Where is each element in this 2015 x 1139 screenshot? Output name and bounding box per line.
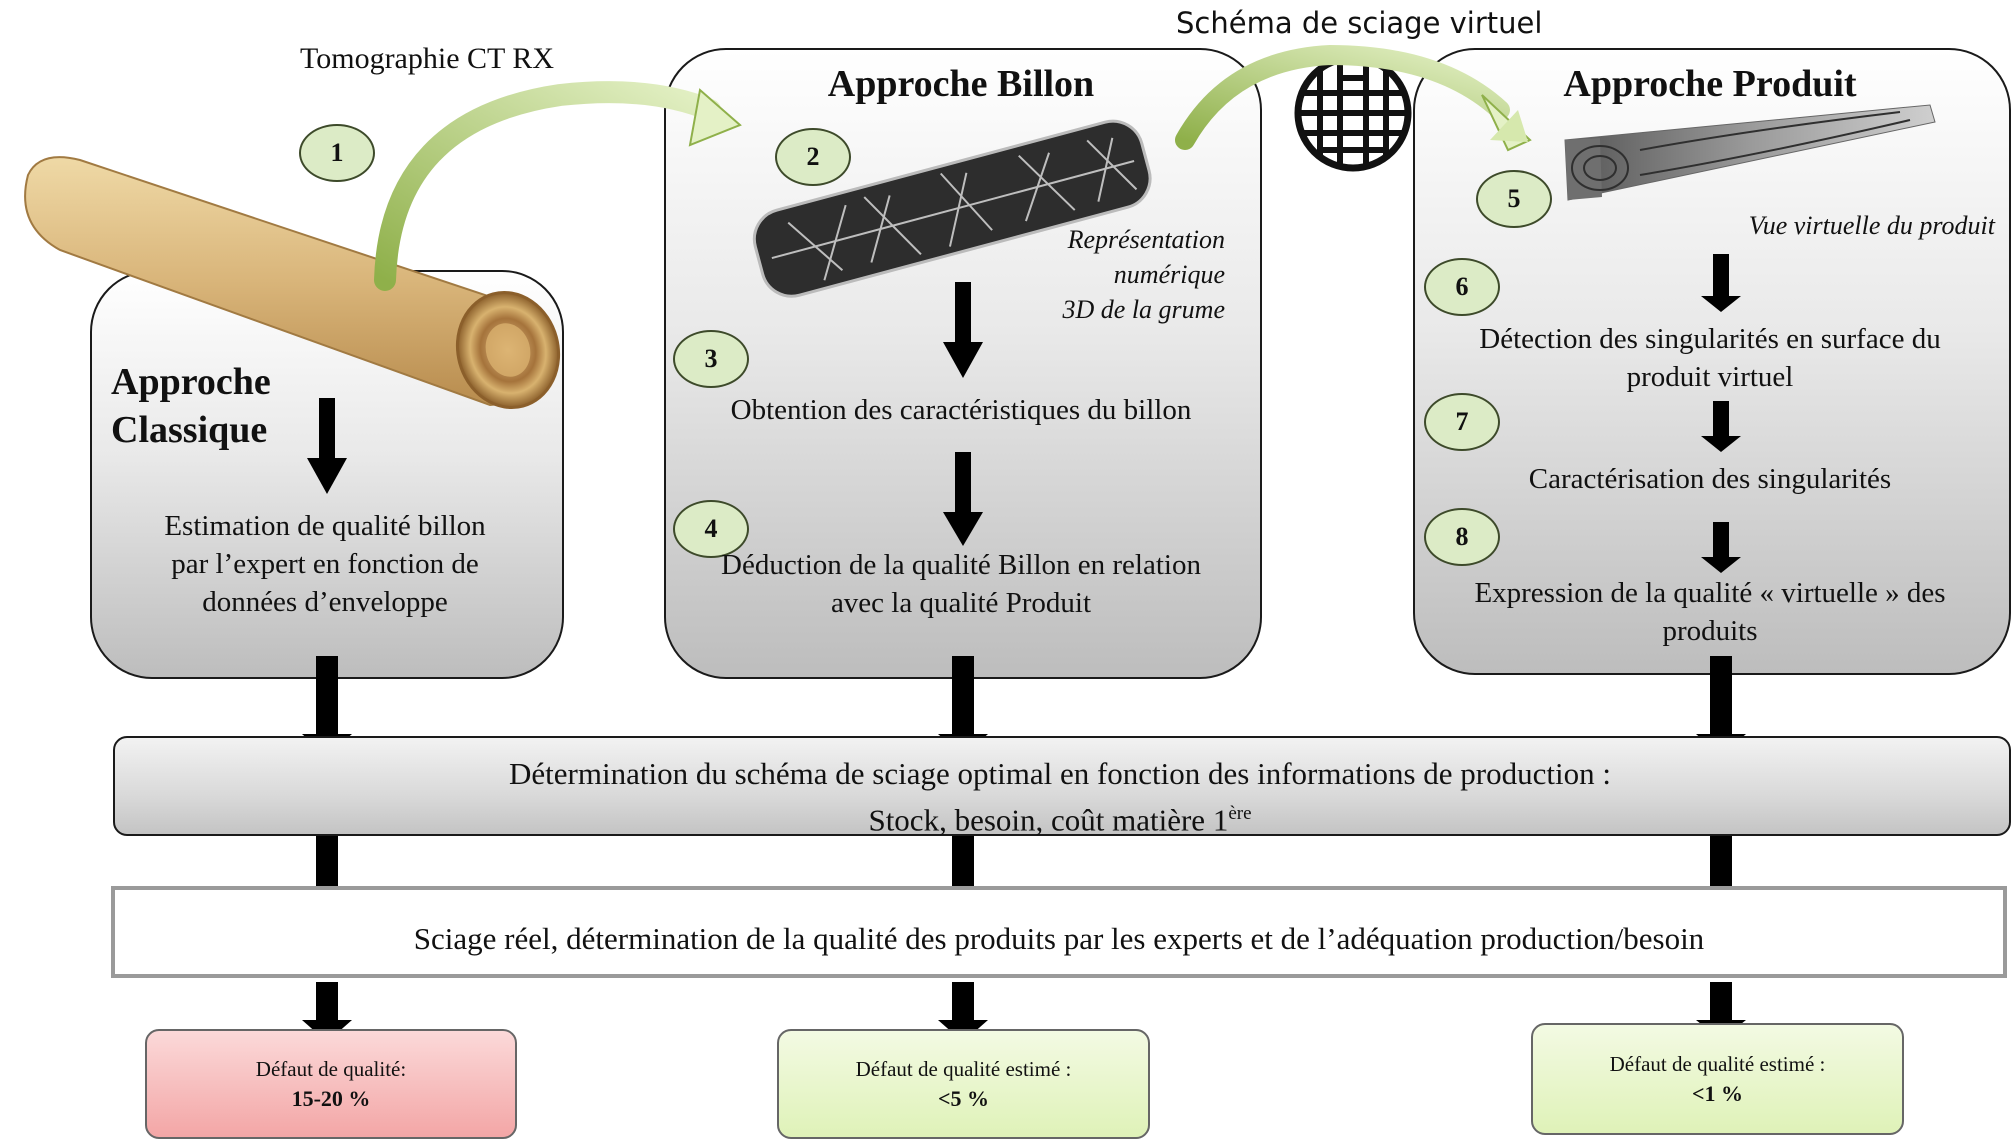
billon-title: Approche Billon [827, 63, 1095, 105]
billon-caption: Représentation numérique 3D de la grume [1062, 225, 1225, 324]
curve-arrow-tomography [374, 81, 721, 291]
produit-step6-text: Détection des singularités en surface du… [1479, 323, 1941, 393]
produit-step8-text: Expression de la qualité « virtuelle » d… [1474, 577, 1946, 647]
step-number-1: 1 [299, 124, 375, 182]
result-billon: Défaut de qualité estimé : <5 % [777, 1029, 1150, 1139]
billon-step3-text: Obtention des caractéristiques du billon [730, 394, 1192, 426]
billon-step4-text: Déduction de la qualité Billon en relati… [721, 549, 1201, 619]
sciage-reel-text: Sciage réel, détermination de la qualité… [413, 921, 1705, 956]
step-number-3: 3 [673, 330, 749, 388]
virtual-sawing-label: Schéma de sciage virtuel [1176, 6, 1543, 40]
step-number-4: 4 [673, 500, 749, 558]
determination-bar [113, 736, 2011, 836]
result-produit: Défaut de qualité estimé : <1 % [1531, 1023, 1904, 1135]
produit-step7-text: Caractérisation des singularités [1528, 463, 1892, 495]
step-number-7: 7 [1424, 393, 1500, 451]
tomography-label: Tomographie CT RX [300, 42, 554, 75]
sciage-reel-bar [111, 886, 2007, 978]
step-number-5: 5 [1476, 170, 1552, 228]
step-number-8: 8 [1424, 508, 1500, 566]
classique-title: Approche Classique [111, 361, 271, 451]
classique-description: Estimation de qualité billon par l’exper… [164, 510, 486, 618]
step-number-2: 2 [775, 128, 851, 186]
produit-title: Approche Produit [1563, 63, 1857, 105]
result-classique: Défaut de qualité: 15-20 % [145, 1029, 517, 1139]
determination-text: Détermination du schéma de sciage optima… [509, 756, 1611, 838]
curve-arrow-virtual [1175, 44, 1510, 150]
produit-caption: Vue virtuelle du produit [1748, 211, 1995, 240]
step-number-6: 6 [1424, 258, 1500, 316]
